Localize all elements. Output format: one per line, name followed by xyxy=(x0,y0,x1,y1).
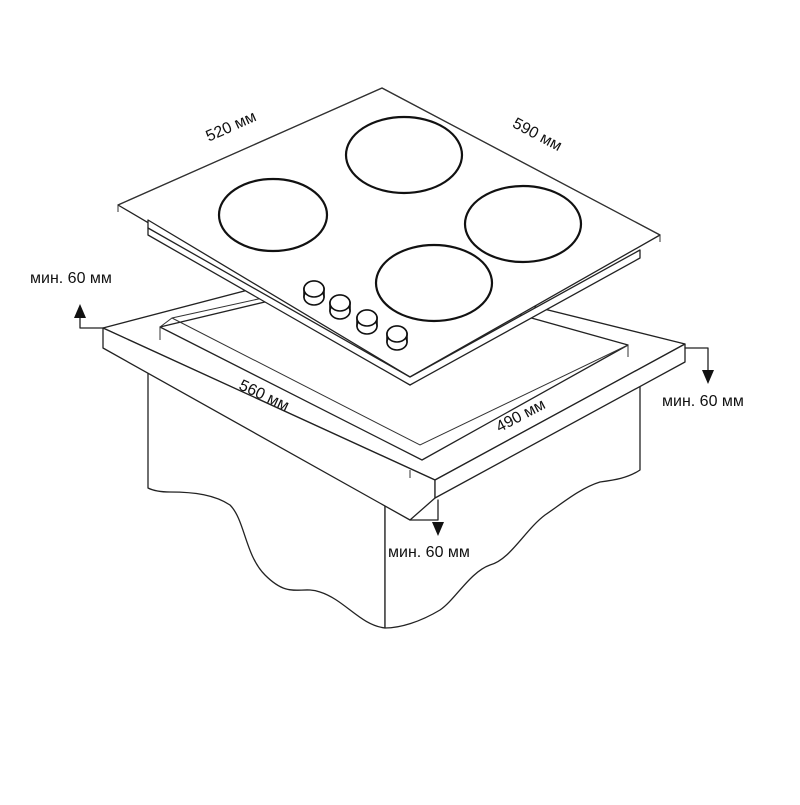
burner-right-icon xyxy=(463,184,583,264)
arrow-down-icon xyxy=(702,370,714,384)
hob-body xyxy=(147,227,641,386)
cabinet-left-face xyxy=(147,367,386,629)
countertop-edge-right xyxy=(434,343,686,499)
back-clearance-label: мин. 60 мм xyxy=(30,270,112,287)
cabinet-right-face xyxy=(384,357,641,629)
side-clearance-line xyxy=(684,347,709,373)
burner-front-icon xyxy=(374,243,494,323)
hob-width-label: 590 мм xyxy=(510,115,565,155)
hob-dimensions xyxy=(117,87,661,242)
hob xyxy=(117,87,661,386)
clearance-markers xyxy=(74,304,714,536)
countertop-edge-left xyxy=(102,327,436,521)
control-knobs xyxy=(303,280,408,351)
front-clearance-label: мин. 60 мм xyxy=(388,544,470,561)
burner-rear-icon xyxy=(344,115,464,195)
side-clearance-label: мин. 60 мм xyxy=(662,393,744,410)
front-clearance-line xyxy=(409,499,439,521)
arrow-down-front-icon xyxy=(432,522,444,536)
cutout-dimensions xyxy=(159,327,629,478)
hob-depth-label: 520 мм xyxy=(203,108,258,145)
burner-left-icon xyxy=(217,177,329,253)
arrow-up-icon xyxy=(74,304,86,318)
